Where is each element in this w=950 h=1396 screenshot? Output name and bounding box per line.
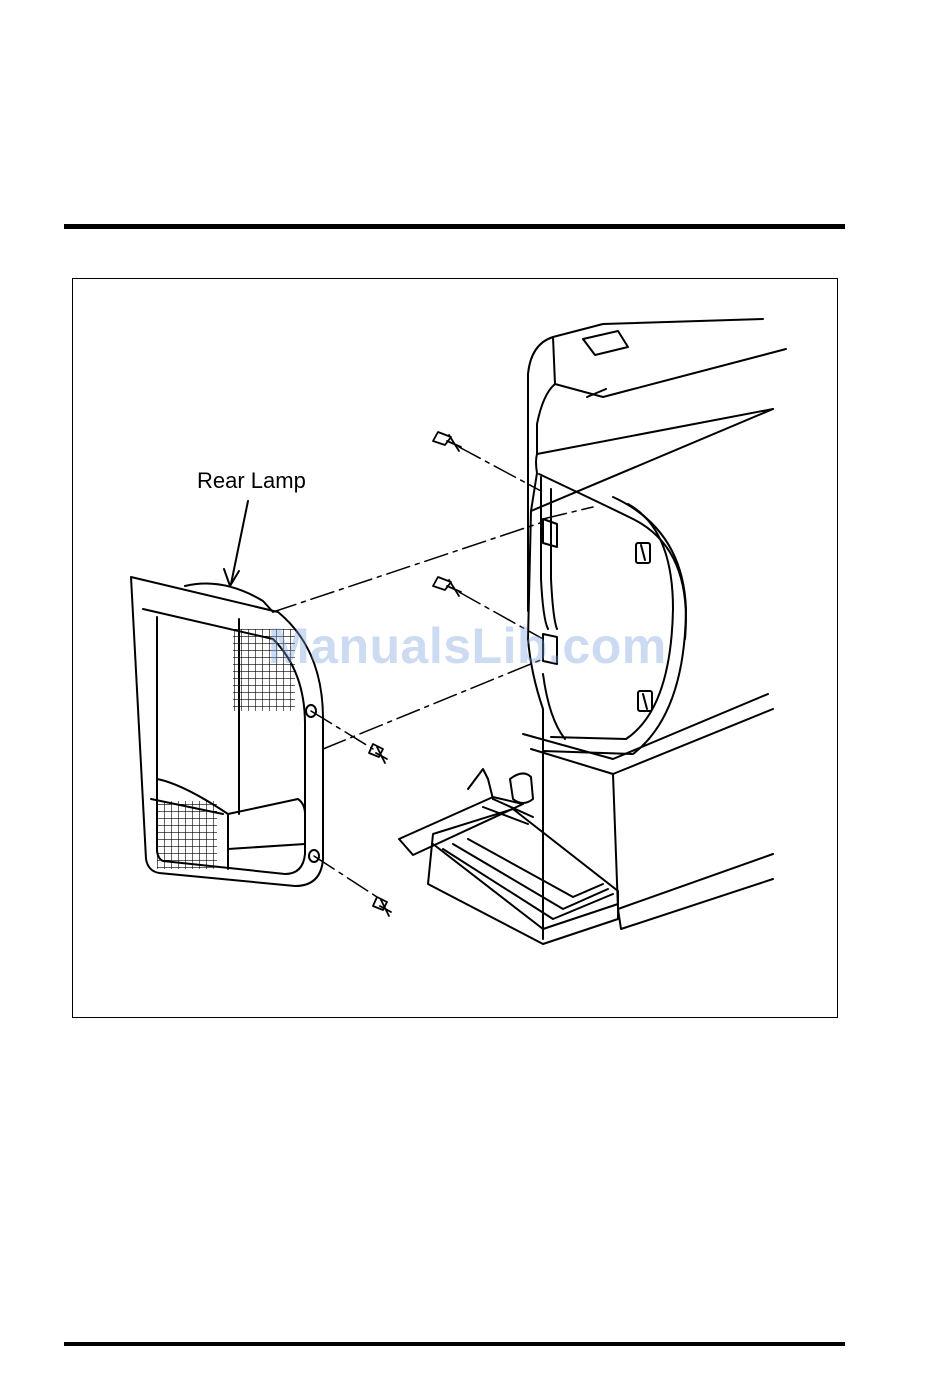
bottom-rule [64, 1342, 845, 1346]
figure-frame: Rear Lamp ManualsLib.com [72, 278, 838, 1018]
top-rule [64, 224, 845, 229]
callout-arrow [224, 501, 248, 586]
rear-step [399, 769, 618, 944]
watermark-text: ManualsLib.com [268, 617, 667, 675]
rear-lamp-label: Rear Lamp [197, 468, 306, 494]
